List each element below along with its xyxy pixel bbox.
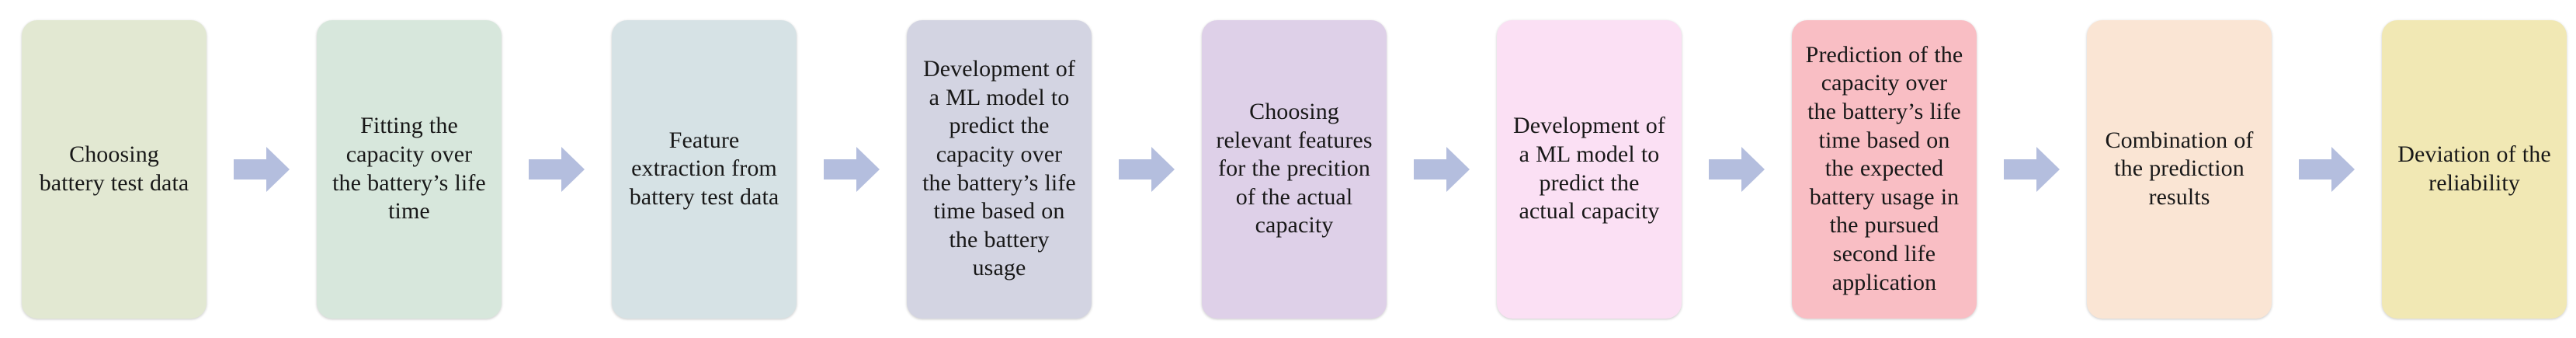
arrow-1-to-2 [207, 20, 317, 319]
arrow-4-to-5 [1092, 20, 1202, 319]
step-box-choosing-battery-test-data: Choosing battery test data [22, 19, 207, 319]
step-box-prediction-second-life-application: Prediction of the capacity over the batt… [1792, 19, 1977, 319]
arrow-8-to-9 [2272, 20, 2382, 319]
step-label-choosing-battery-test-data: Choosing battery test data [39, 141, 189, 196]
step-box-combination-of-prediction-results: Combination of the prediction results [2087, 19, 2272, 319]
right-block-arrow-icon [2004, 146, 2060, 192]
step-box-fitting-capacity-over-lifetime: Fitting the capacity over the battery’s … [317, 19, 502, 319]
step-label-ml-model-actual-capacity: Development of a ML model to predict the… [1512, 113, 1665, 225]
step-label-combination-of-prediction-results: Combination of the prediction results [2105, 127, 2254, 210]
step-label-ml-model-capacity-over-lifetime: Development of a ML model to predict the… [922, 56, 1076, 281]
right-block-arrow-icon [2299, 146, 2355, 192]
arrow-7-to-8 [1977, 20, 2087, 319]
step-label-deviation-of-the-reliability: Deviation of the reliability [2397, 141, 2551, 196]
right-block-arrow-icon [1119, 146, 1175, 192]
step-box-feature-extraction: Feature extraction from battery test dat… [612, 19, 797, 319]
arrow-5-to-6 [1387, 20, 1497, 319]
right-block-arrow-icon [824, 146, 880, 192]
right-block-arrow-icon [234, 146, 290, 192]
right-block-arrow-icon [1414, 146, 1470, 192]
step-label-fitting-capacity-over-lifetime: Fitting the capacity over the battery’s … [332, 113, 486, 225]
arrow-6-to-7 [1682, 20, 1792, 319]
step-box-choosing-relevant-features: Choosing relevant features for the preci… [1202, 19, 1387, 319]
step-box-deviation-of-the-reliability: Deviation of the reliability [2382, 19, 2567, 319]
arrow-3-to-4 [797, 20, 907, 319]
step-box-ml-model-actual-capacity: Development of a ML model to predict the… [1497, 19, 1682, 319]
step-box-ml-model-capacity-over-lifetime: Development of a ML model to predict the… [907, 19, 1092, 319]
step-label-prediction-second-life-application: Prediction of the capacity over the batt… [1805, 41, 1963, 295]
step-label-feature-extraction: Feature extraction from battery test dat… [629, 127, 779, 210]
arrow-2-to-3 [502, 20, 612, 319]
right-block-arrow-icon [1709, 146, 1765, 192]
right-block-arrow-icon [529, 146, 585, 192]
step-label-choosing-relevant-features: Choosing relevant features for the preci… [1216, 99, 1373, 239]
